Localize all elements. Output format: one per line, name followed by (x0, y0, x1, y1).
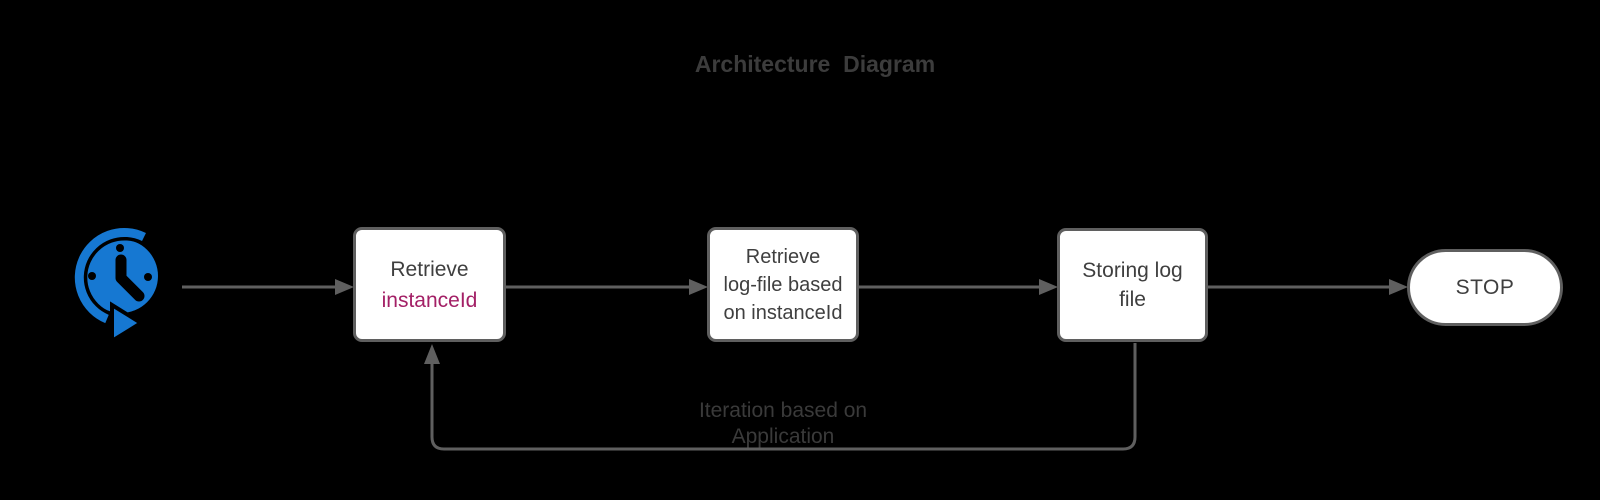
arrowhead-icon (424, 344, 440, 364)
diagram-title: Architecture Diagram (694, 51, 936, 77)
arrowhead-icon (1389, 279, 1408, 295)
node-label-line: on instanceId (723, 301, 843, 324)
edge-iteration-loop (430, 343, 1137, 451)
loop-label-line: Iteration based on (698, 399, 868, 422)
arrowhead-icon (335, 279, 354, 295)
stop-label: STOP (1455, 275, 1515, 299)
node-label-instanceid: instanceId (381, 288, 478, 312)
node-retrieve-logfile: Retrieve log-file based on instanceId (707, 227, 859, 342)
node-storing-logfile: Storing log file (1057, 228, 1208, 342)
scheduled-clock-icon (71, 224, 158, 345)
node-label-line: Retrieve (745, 245, 821, 268)
node-retrieve-instanceid: Retrieve instanceId (353, 227, 506, 342)
node-stop: STOP (1407, 249, 1563, 326)
node-label-line: file (1119, 288, 1146, 311)
loop-label-line: Application (731, 425, 835, 448)
node-label-line: Retrieve (390, 257, 469, 281)
arrowhead-icon (1039, 279, 1058, 295)
node-label-line: log-file based (723, 273, 843, 296)
iteration-loop-label: Iteration based on Application (633, 398, 933, 450)
arrowhead-icon (689, 279, 708, 295)
node-label-line: Storing log (1082, 259, 1183, 282)
